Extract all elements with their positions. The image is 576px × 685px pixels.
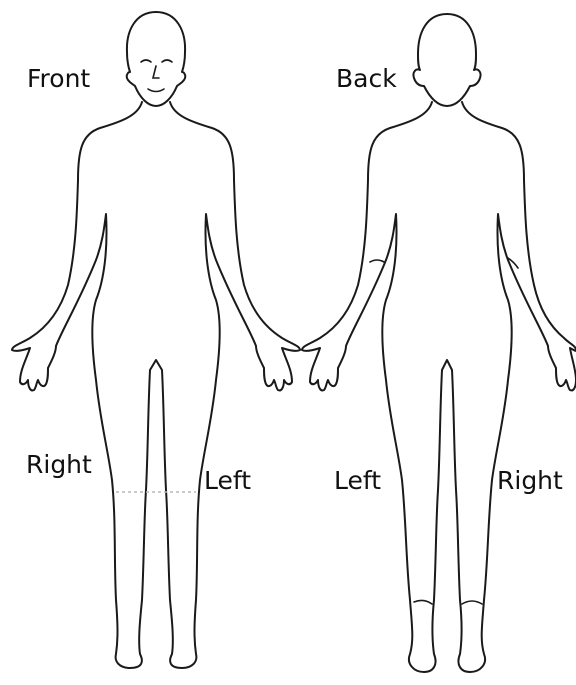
back-ankle-right-mark <box>462 601 482 604</box>
front-label: Front <box>27 66 90 91</box>
front-eye-left <box>141 60 151 62</box>
back-body-figure <box>302 14 576 672</box>
front-left-side-label: Left <box>204 468 251 493</box>
back-left-side-label: Left <box>334 468 381 493</box>
back-elbow-left-mark <box>370 260 384 262</box>
back-torso-legs <box>302 102 576 672</box>
front-right-side-label: Right <box>26 452 92 477</box>
back-label: Back <box>336 66 397 91</box>
back-ankle-left-mark <box>414 600 432 604</box>
front-body-figure <box>12 12 300 668</box>
front-torso-legs <box>12 102 300 668</box>
front-mouth <box>148 89 164 92</box>
back-head <box>413 14 480 106</box>
front-eye-right <box>162 60 172 62</box>
front-nose <box>153 66 159 78</box>
back-right-side-label: Right <box>497 468 563 493</box>
